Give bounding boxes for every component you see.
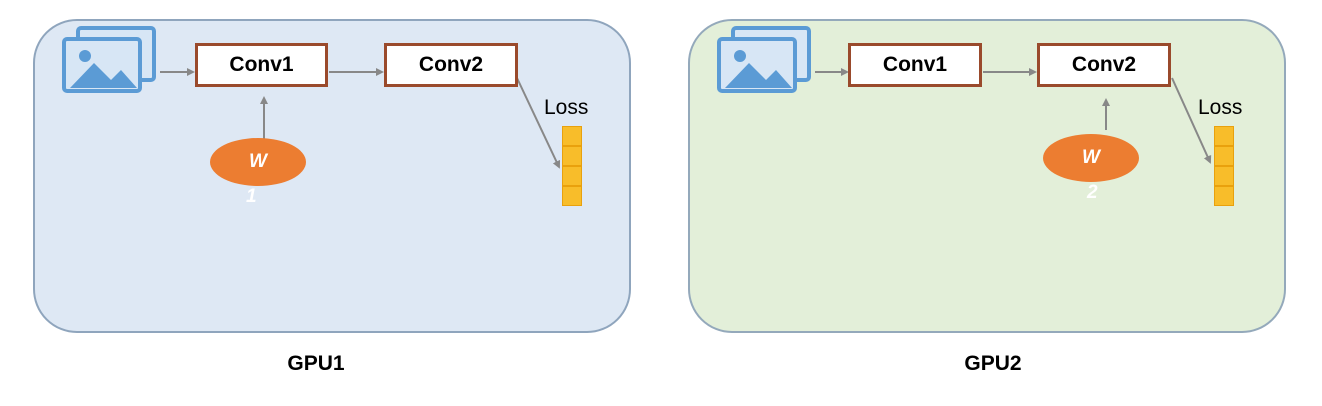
- conv2-label: Conv2: [1071, 53, 1137, 76]
- loss-cell: [562, 126, 582, 146]
- gpu1-loss-label: Loss: [544, 96, 589, 119]
- gpu2-loss-vector: [1214, 126, 1234, 206]
- loss-cell: [562, 186, 582, 206]
- weight-symbol: W: [1082, 147, 1100, 168]
- conv1-label: Conv1: [882, 53, 948, 76]
- gpu2-weight-index: 2: [1087, 182, 1098, 203]
- conv1-label: Conv1: [229, 53, 294, 76]
- loss-cell: [1214, 126, 1234, 146]
- image-stack-icon: [717, 26, 811, 93]
- gpu1-conv2-block: Conv2: [384, 43, 518, 87]
- gpu2-conv1-block: Conv1: [848, 43, 982, 87]
- loss-cell: [562, 146, 582, 166]
- image-stack-icon: [62, 26, 156, 93]
- gpu2-conv2-block: Conv2: [1037, 43, 1171, 87]
- loss-cell: [562, 166, 582, 186]
- gpu1-label: GPU1: [287, 352, 345, 375]
- gpu2-weight-node: W: [1043, 134, 1139, 182]
- loss-cell: [1214, 186, 1234, 206]
- gpu2-loss-label: Loss: [1198, 96, 1243, 119]
- weight-symbol: W: [249, 151, 267, 172]
- gpu1-conv1-block: Conv1: [195, 43, 328, 87]
- arrow-conv2-to-loss: [1171, 77, 1212, 164]
- arrow-conv2-to-loss: [516, 77, 561, 169]
- loss-cell: [1214, 166, 1234, 186]
- gpu1-weight-node: W: [210, 138, 306, 186]
- conv2-label: Conv2: [418, 53, 484, 76]
- gpu1-weight-index: 1: [246, 186, 257, 207]
- gpu2-label: GPU2: [964, 352, 1022, 375]
- loss-cell: [1214, 146, 1234, 166]
- gpu1-loss-vector: [562, 126, 582, 206]
